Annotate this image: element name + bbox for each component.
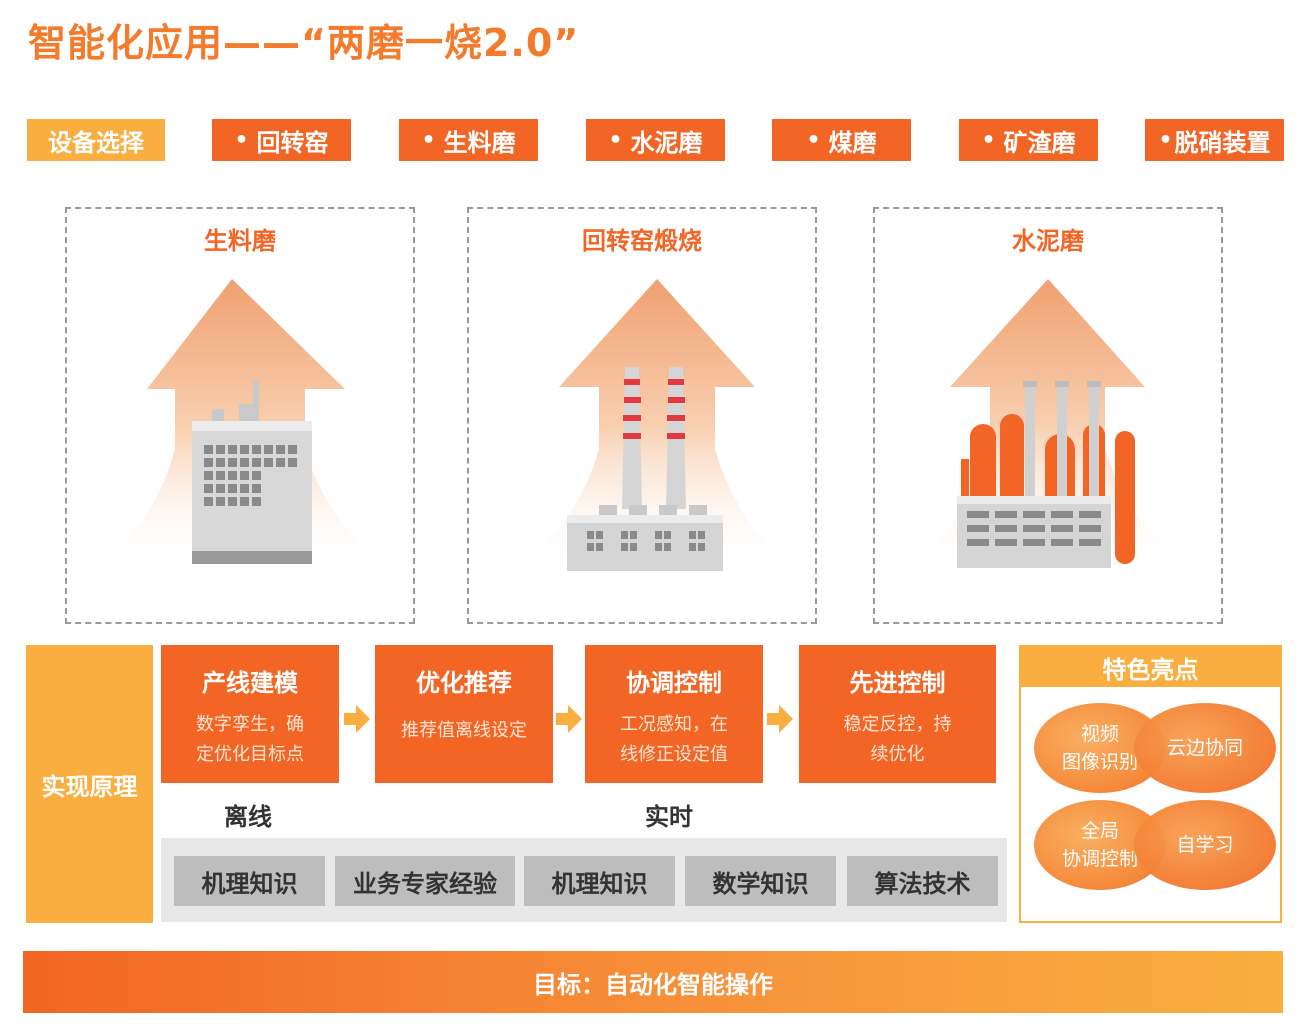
step-desc-line: 定优化目标点	[196, 744, 304, 765]
panel-title: 水泥磨	[1012, 227, 1084, 255]
step-title: 协调控制	[626, 669, 722, 697]
feature-line: 视频	[1080, 723, 1119, 745]
panel-title: 回转窑煅烧	[582, 227, 702, 255]
knowledge-item: 数学知识	[685, 856, 836, 906]
step-desc-line: 数字孪生，确	[196, 714, 304, 735]
step-advanced-control: 先进控制 稳定反控，持 续优化	[799, 645, 996, 783]
offline-label: 离线	[224, 803, 272, 831]
knowledge-item: 算法技术	[847, 856, 998, 906]
feature-self-learning: 自学习	[1134, 800, 1276, 890]
page-title: 智能化应用——“两磨一烧2.0”	[28, 21, 580, 65]
feature-line: 图像识别	[1061, 751, 1138, 773]
equipment-item-label: 矿渣磨	[1003, 128, 1076, 157]
principle-label: 实现原理	[26, 645, 153, 923]
features-title: 特色亮点	[1021, 647, 1280, 687]
bullet-icon: •	[1158, 127, 1173, 153]
knowledge-item: 机理知识	[174, 856, 325, 906]
step-desc-line: 续优化	[870, 744, 925, 765]
step-optimization: 优化推荐 推荐值离线设定	[375, 645, 553, 783]
chimney-icon	[622, 367, 642, 509]
feature-line: 协调控制	[1061, 848, 1138, 870]
feature-global-coordination: 全局 协调控制	[1034, 800, 1166, 890]
bullet-icon: •	[806, 127, 821, 153]
bullet-icon: •	[234, 127, 249, 153]
feature-line: 云边协同	[1166, 737, 1243, 759]
feature-cloud-edge: 云边协同	[1134, 703, 1276, 793]
step-desc-line: 工况感知，在	[620, 714, 728, 735]
step-coordinated-control: 协调控制 工况感知，在 线修正设定值	[585, 645, 763, 783]
bullet-icon: •	[421, 127, 436, 153]
right-arrow-icon	[767, 705, 793, 733]
step-title: 产线建模	[202, 669, 298, 697]
equipment-raw-mill[interactable]: • 生料磨	[399, 119, 538, 161]
step-title: 优化推荐	[416, 669, 512, 697]
bullet-icon: •	[608, 127, 623, 153]
equipment-item-label: 生料磨	[443, 128, 516, 157]
equipment-item-label: 煤磨	[828, 128, 877, 157]
step-desc-line: 推荐值离线设定	[401, 720, 527, 741]
chimney-icon	[666, 367, 686, 509]
equipment-coal-mill[interactable]: • 煤磨	[772, 119, 911, 161]
step-line-modeling: 产线建模 数字孪生，确 定优化目标点	[161, 645, 339, 783]
industrial-plant-icon	[957, 381, 1135, 568]
rotary-kiln-illustration	[514, 279, 799, 574]
equipment-item-label: 回转窑	[256, 128, 329, 157]
raw-mill-illustration	[87, 279, 397, 574]
step-desc-line: 稳定反控，持	[843, 714, 952, 735]
right-arrow-icon	[556, 705, 582, 733]
up-arrow-icon	[514, 279, 799, 574]
equipment-item-label: 脱硝装置	[1174, 128, 1271, 157]
right-arrow-icon	[344, 705, 370, 733]
bullet-icon: •	[981, 127, 996, 153]
factory-icon	[567, 505, 723, 571]
goal-bar: 目标：自动化智能操作	[23, 951, 1283, 1013]
realtime-label: 实时	[645, 803, 693, 831]
equipment-denitration-device[interactable]: • 脱硝装置	[1145, 119, 1284, 161]
factory-icon	[192, 381, 312, 564]
knowledge-item: 机理知识	[524, 856, 675, 906]
panel-raw-mill: 生料磨	[65, 207, 415, 624]
equipment-item-label: 水泥磨	[630, 128, 703, 157]
panel-cement-mill: 水泥磨	[873, 207, 1223, 624]
knowledge-item: 业务专家经验	[335, 856, 515, 906]
cement-mill-illustration	[905, 279, 1195, 571]
step-title: 先进控制	[849, 669, 946, 697]
feature-line: 自学习	[1176, 834, 1234, 856]
equipment-slag-mill[interactable]: • 矿渣磨	[959, 119, 1098, 161]
equipment-label: 设备选择	[27, 119, 165, 161]
equipment-cement-mill[interactable]: • 水泥磨	[586, 119, 725, 161]
equipment-rotary-kiln[interactable]: • 回转窑	[212, 119, 351, 161]
panel-title: 生料磨	[204, 227, 276, 255]
feature-line: 全局	[1080, 820, 1119, 842]
step-desc-line: 线修正设定值	[620, 744, 728, 765]
panel-rotary-kiln: 回转窑煅烧	[467, 207, 817, 624]
